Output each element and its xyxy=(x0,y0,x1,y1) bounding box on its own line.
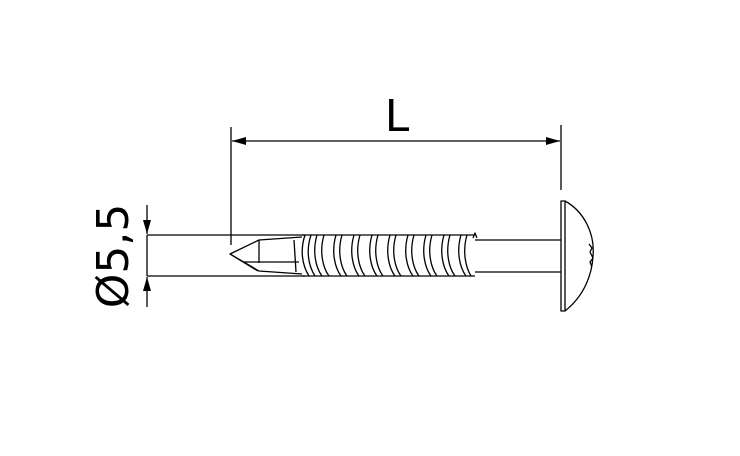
head xyxy=(560,200,594,312)
drill-point xyxy=(229,236,303,275)
diameter-label: Ø5,5 xyxy=(88,204,139,309)
length-label: L xyxy=(385,91,410,142)
diameter-dimension: Ø5,5 xyxy=(88,204,305,309)
shank xyxy=(475,239,561,273)
thread xyxy=(301,232,478,277)
screw xyxy=(229,200,594,312)
length-dimension: L xyxy=(230,91,562,245)
